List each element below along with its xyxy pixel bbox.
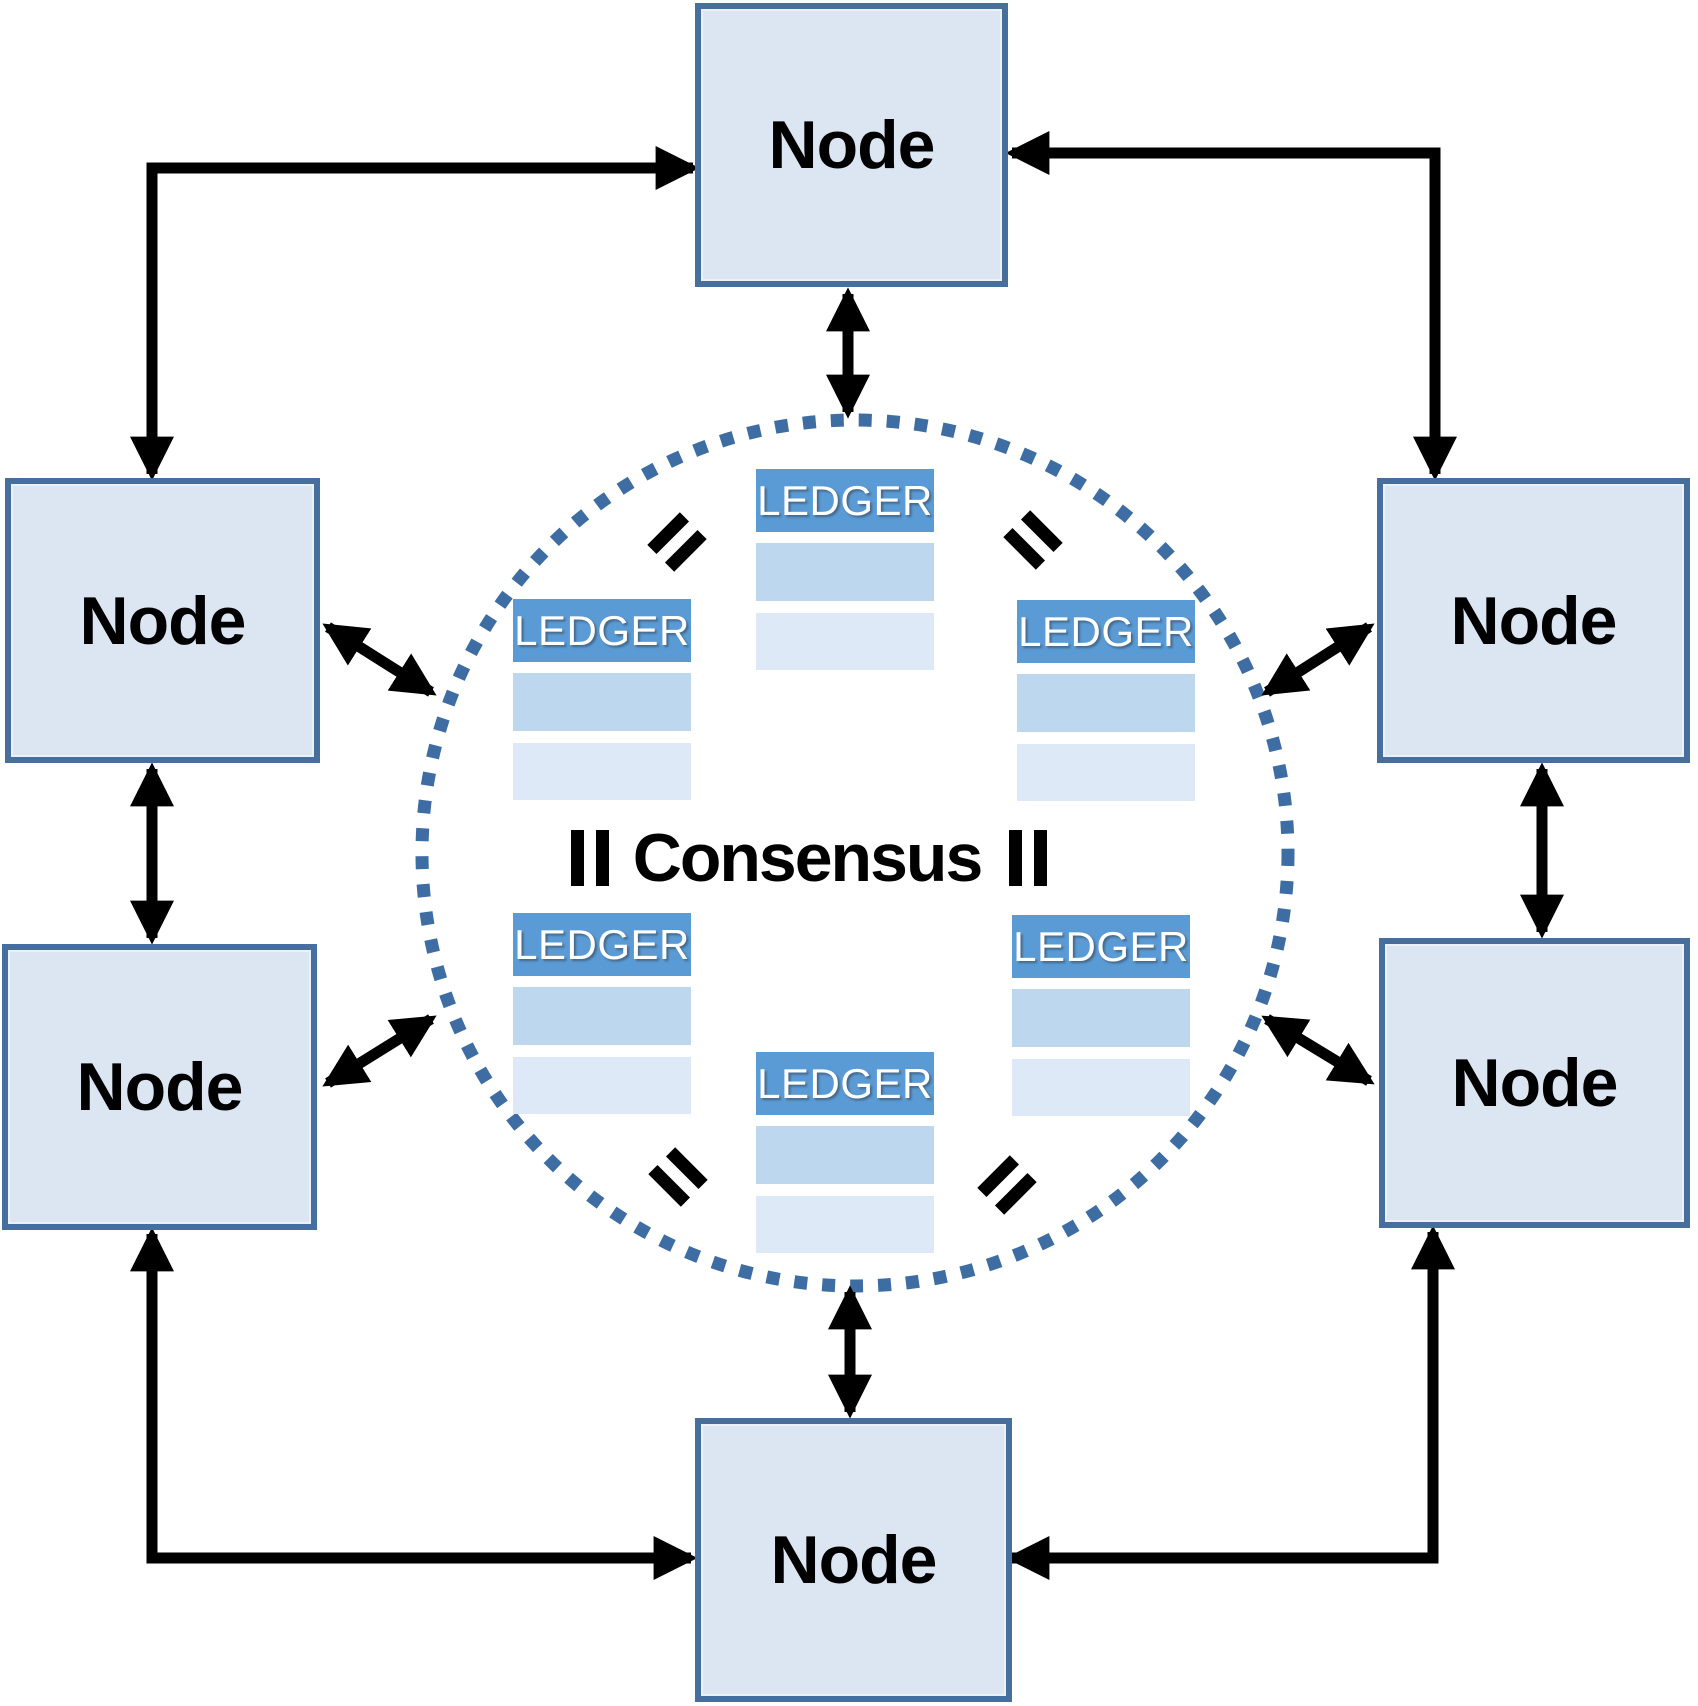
consensus-label: Consensus [632,820,984,896]
elbow-arrow-top-left [130,146,700,481]
ledger-row [1017,674,1195,732]
node-box-right-upper: Node [1377,478,1690,763]
node-box-bottom: Node [695,1418,1012,1702]
ledger-header: LEDGER [513,599,691,662]
ledger-table-top-center: LEDGER [756,469,934,670]
node-label: Node [1451,1045,1619,1121]
ledger-table-mid-left: LEDGER [513,599,691,800]
ledger-row [756,613,934,670]
ledger-row [513,987,691,1045]
double-arrow-left-upper-ring [322,622,437,697]
ledger-row [756,1126,934,1184]
ledger-header: LEDGER [756,469,934,532]
ledger-row [1012,989,1190,1047]
ledger-table-bottom-center: LEDGER [756,1052,934,1253]
ledger-row [513,1057,691,1114]
node-box-right-lower: Node [1379,938,1690,1228]
ledger-table-lower-left: LEDGER [513,913,691,1114]
ledger-row [1017,744,1195,801]
ledger-row [513,673,691,731]
ledger-row [513,743,691,800]
ledger-header: LEDGER [1012,915,1190,978]
double-arrow-left-lower-ring [322,1014,437,1088]
node-label: Node [770,1522,938,1598]
node-label: Node [76,1049,244,1125]
ledger-row [1012,1059,1190,1116]
double-arrow-right-upper-ring [1261,622,1375,697]
equals-icon [1009,830,1047,886]
node-box-left-upper: Node [5,478,320,763]
node-box-left-lower: Node [2,944,317,1230]
node-box-top: Node [695,3,1008,287]
ledger-table-lower-right: LEDGER [1012,915,1190,1116]
node-label: Node [1450,582,1618,659]
elbow-arrow-bottom-left [130,1227,698,1580]
equals-icon [571,830,609,886]
ledger-header: LEDGER [513,913,691,976]
ledger-row [756,1196,934,1253]
elbow-arrow-bottom-right [1005,1225,1455,1580]
ledger-header: LEDGER [756,1052,934,1115]
node-label: Node [768,107,936,183]
ledger-header: LEDGER [1017,600,1195,663]
node-label: Node [79,582,247,659]
elbow-arrow-top-right [1005,131,1457,481]
ledger-table-mid-right: LEDGER [1017,600,1195,801]
ledger-row [756,543,934,601]
double-arrow-right-lower-ring [1261,1014,1375,1086]
